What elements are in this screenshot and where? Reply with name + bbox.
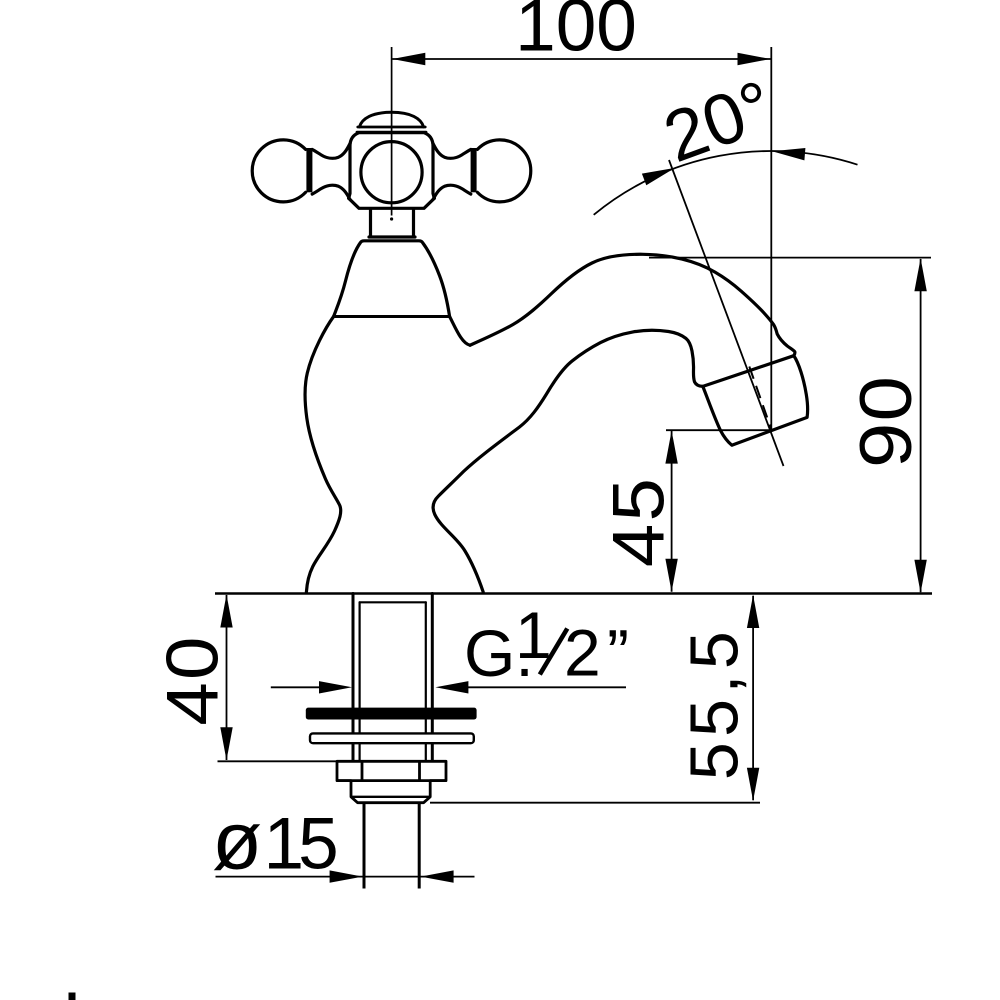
svg-text:G.: G.: [464, 616, 534, 690]
svg-text:ø: ø: [212, 796, 262, 887]
svg-text:90: 90: [846, 375, 927, 468]
svg-text:2: 2: [564, 616, 601, 690]
svg-text:1: 1: [515, 598, 552, 672]
svg-text:45: 45: [599, 476, 680, 567]
svg-text:40: 40: [153, 634, 234, 725]
svg-text:15: 15: [264, 804, 337, 885]
svg-text:”: ”: [607, 616, 629, 690]
svg-text:55,5: 55,5: [677, 626, 753, 780]
svg-text:100: 100: [515, 0, 637, 67]
